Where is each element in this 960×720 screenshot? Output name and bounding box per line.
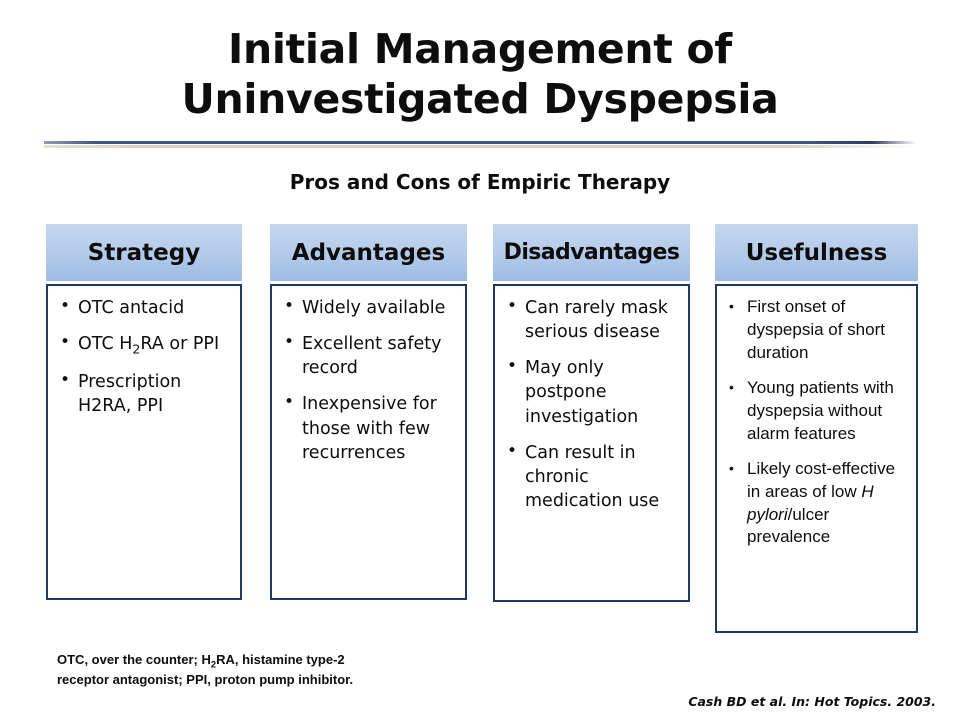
table-column-usefulness: Usefulness First onset of dyspepsia of s… xyxy=(715,224,918,633)
column-header-usefulness: Usefulness xyxy=(715,224,918,281)
footnote-line-2: receptor antagonist; PPI, proton pump in… xyxy=(57,671,354,687)
column-body-disadvantages: Can rarely mask serious diseaseMay only … xyxy=(493,284,690,602)
text-run: May only postpone investigation xyxy=(525,358,639,427)
footnote-abbreviations: OTC, over the counter; H2RA, histamine t… xyxy=(57,651,517,688)
column-header-strategy: Strategy xyxy=(46,224,242,281)
column-body-usefulness: First onset of dyspepsia of short durati… xyxy=(715,284,918,633)
list-item: Young patients with dyspepsia without al… xyxy=(725,377,910,446)
slide-subtitle: Pros and Cons of Empiric Therapy xyxy=(289,170,671,194)
text-run: Likely cost-effective in areas of low xyxy=(747,458,896,501)
list-item: Prescription H2RA, PPI xyxy=(56,369,234,418)
title-block: Initial Management of Uninvestigated Dys… xyxy=(60,24,900,125)
table-column-disadvantages: Disadvantages Can rarely mask serious di… xyxy=(493,224,690,602)
text-run: Young patients with dyspepsia without al… xyxy=(747,377,894,443)
column-body-strategy: OTC antacidOTC H2RA or PPI Prescription H… xyxy=(46,284,242,600)
list-item: Can rarely mask serious disease xyxy=(503,295,682,344)
text-run: Can result in chronic medication use xyxy=(525,442,660,511)
bullet-list-disadvantages: Can rarely mask serious diseaseMay only … xyxy=(503,295,682,513)
list-item: First onset of dyspepsia of short durati… xyxy=(725,296,910,365)
list-item: OTC antacid xyxy=(56,295,234,320)
bullet-list-strategy: OTC antacidOTC H2RA or PPI Prescription H… xyxy=(56,295,234,418)
list-item: Inexpensive for those with few recurrenc… xyxy=(280,391,459,464)
list-item: Widely available xyxy=(280,295,459,320)
text-run: OTC H xyxy=(78,334,133,355)
italic-term: H pylori xyxy=(747,481,874,524)
bullet-list-usefulness: First onset of dyspepsia of short durati… xyxy=(725,296,910,549)
list-item: Excellent safety record xyxy=(280,331,459,380)
list-item: OTC H2RA or PPI xyxy=(56,331,234,358)
list-item: Likely cost-effective in areas of low H … xyxy=(725,458,910,550)
title-divider-rule xyxy=(44,141,916,144)
table-column-advantages: Advantages Widely availableExcellent saf… xyxy=(270,224,467,600)
text-run: Can rarely mask serious disease xyxy=(525,298,668,343)
subscript: 2 xyxy=(132,341,141,357)
column-header-disadvantages: Disadvantages xyxy=(493,224,690,281)
list-item: Can result in chronic medication use xyxy=(503,440,682,513)
table-column-strategy: Strategy OTC antacidOTC H2RA or PPI Presc… xyxy=(46,224,242,600)
list-item: May only postpone investigation xyxy=(503,355,682,428)
text-run: OTC antacid xyxy=(78,298,185,318)
footnote-line-1: OTC, over the counter; H2RA, histamine t… xyxy=(57,652,345,670)
text-run: Prescription H2RA, PPI xyxy=(78,372,182,417)
text-run: Excellent safety record xyxy=(302,334,442,379)
title-divider-shadow xyxy=(44,145,916,148)
column-header-advantages: Advantages xyxy=(270,224,467,281)
column-body-advantages: Widely availableExcellent safety recordI… xyxy=(270,284,467,600)
text-run: /ulcer prevalence xyxy=(747,504,831,547)
page-title: Initial Management of Uninvestigated Dys… xyxy=(181,25,779,124)
bullet-list-advantages: Widely availableExcellent safety recordI… xyxy=(280,295,459,465)
text-run: RA or PPI xyxy=(140,334,220,355)
text-run: Inexpensive for those with few recurrenc… xyxy=(302,394,437,463)
footnote-subscript: 2 xyxy=(210,659,217,670)
source-citation: Cash BD et al. In: Hot Topics. 2003. xyxy=(688,694,936,709)
text-run: Widely available xyxy=(302,298,446,318)
text-run: First onset of dyspepsia of short durati… xyxy=(747,297,885,362)
